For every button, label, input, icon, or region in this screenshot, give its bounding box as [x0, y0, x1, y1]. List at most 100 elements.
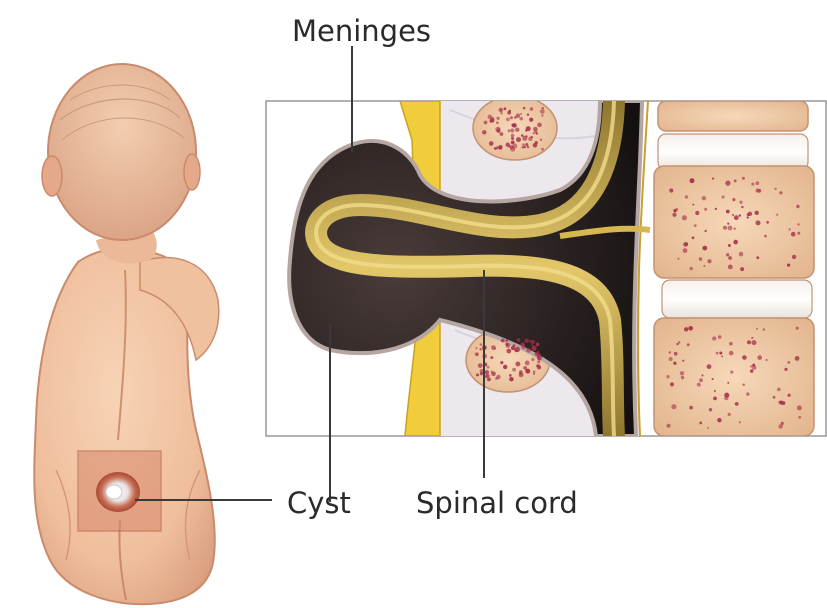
marrow-dot [719, 352, 722, 355]
marrow-dot [491, 372, 496, 377]
marrow-dot [766, 221, 769, 224]
marrow-dot [681, 376, 684, 379]
marrow-dot [798, 416, 801, 419]
marrow-dot [750, 369, 753, 372]
marrow-dot [728, 413, 731, 416]
marrow-dot [739, 252, 744, 257]
marrow-dot [672, 213, 676, 217]
marrow-dot [510, 145, 514, 149]
marrow-dot [704, 230, 706, 232]
marrow-dot [739, 421, 741, 423]
marrow-dot [756, 188, 760, 192]
marrow-dot [505, 343, 508, 346]
marrow-dot [669, 188, 673, 192]
marrow-dot [508, 129, 511, 132]
marrow-dot [669, 357, 673, 361]
marrow-dot [730, 371, 733, 374]
marrow-dot [764, 235, 767, 238]
marrow-dot [490, 117, 494, 121]
marrow-dot [773, 396, 776, 399]
marrow-dot [734, 215, 739, 220]
marrow-dot [503, 365, 507, 369]
marrow-dot [728, 226, 733, 231]
marrow-dot [506, 339, 509, 342]
marrow-dot [722, 195, 725, 198]
marrow-dot [688, 326, 693, 331]
marrow-dot [756, 328, 758, 330]
marrow-dot [476, 353, 478, 355]
marrow-dot [500, 132, 504, 136]
marrow-dot [725, 181, 730, 186]
marrow-dot [763, 328, 765, 330]
marrow-dot [781, 422, 784, 425]
marrow-dot [479, 348, 481, 350]
marrow-dot [511, 141, 515, 145]
marrow-dot [515, 362, 520, 367]
marrow-dot [491, 345, 496, 350]
marrow-dot [704, 208, 707, 211]
marrow-dot [516, 137, 521, 142]
marrow-dot [707, 364, 712, 369]
marrow-dot [673, 362, 676, 365]
marrow-dot [747, 216, 749, 218]
marrow-dot [533, 127, 538, 132]
marrow-dot [733, 240, 738, 245]
marrow-dot [666, 375, 669, 378]
marrow-dot [533, 373, 535, 375]
marrow-dot [734, 228, 736, 230]
marrow-dot [541, 114, 543, 116]
marrow-dot [533, 143, 538, 148]
marrow-dot [526, 126, 531, 131]
marrow-dot [746, 392, 750, 396]
marrow-dot [741, 206, 743, 208]
marrow-dot [671, 404, 676, 409]
marrow-dot [728, 265, 733, 270]
marrow-dot [697, 383, 701, 387]
marrow-dot [735, 402, 739, 406]
marrow-dot [485, 364, 487, 366]
marrow-dot [729, 351, 734, 356]
meninges-label: Meninges [292, 14, 431, 48]
marrow-dot [523, 107, 526, 110]
marrow-dot [715, 208, 717, 210]
spine-cross-section [266, 96, 826, 436]
marrow-dot [780, 401, 784, 405]
marrow-dot [529, 340, 531, 342]
marrow-dot [714, 390, 716, 392]
marrow-dot [674, 352, 678, 356]
marrow-dot [740, 267, 744, 271]
marrow-dot [692, 236, 695, 239]
marrow-dot [777, 388, 781, 392]
marrow-dot [512, 368, 516, 372]
marrow-dot [776, 214, 778, 216]
marrow-dot [526, 370, 528, 372]
marrow-dot [703, 265, 705, 267]
marrow-dot [727, 223, 729, 225]
marrow-dot [701, 374, 703, 376]
marrow-dot [504, 107, 507, 110]
marrow-dot [756, 181, 760, 185]
marrow-dot [774, 188, 777, 191]
marrow-dot [533, 370, 535, 372]
marrow-dot [509, 374, 512, 377]
marrow-dot [724, 396, 728, 400]
marrow-dot [533, 132, 535, 134]
marrow-dot [480, 343, 483, 346]
marrow-dot [797, 232, 800, 235]
marrow-dot [689, 406, 693, 410]
marrow-dot [687, 343, 690, 346]
marrow-dot [712, 178, 714, 180]
marrow-dot [748, 212, 752, 216]
marrow-dot [499, 108, 503, 112]
marrow-dot [791, 232, 796, 237]
marrow-dot [684, 242, 688, 246]
marrow-dot [536, 132, 538, 134]
marrow-dot [521, 134, 524, 137]
marrow-dot [509, 377, 513, 381]
marrow-dot [728, 244, 731, 247]
marrow-dot [512, 123, 516, 127]
marrow-dot [739, 214, 741, 216]
marrow-dot [520, 373, 522, 375]
marrow-dot [728, 256, 732, 260]
marrow-dot [496, 121, 499, 124]
